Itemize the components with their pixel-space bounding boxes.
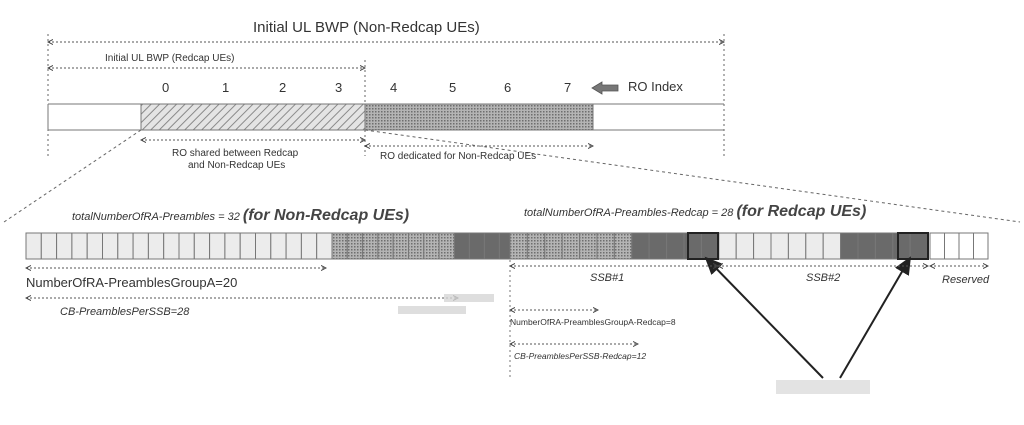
- preamble-cell-dark: [483, 232, 500, 260]
- redcap-ssb1-cell: [700, 232, 720, 260]
- redcap-ssb2-cell: [735, 232, 755, 260]
- redcap-ssb2-cell: [770, 232, 789, 260]
- redcap-ssb2-cell: [787, 232, 807, 260]
- preamble-cell-light: [239, 232, 256, 260]
- preamble-cell-light: [163, 232, 180, 260]
- redcap-ssb1-cell: [631, 232, 650, 260]
- total-redcap-suffix: (for Redcap UEs): [736, 203, 867, 220]
- preamble-cell-light: [56, 232, 73, 260]
- reserved-cell: [958, 232, 974, 260]
- preamble-cell-mid: [377, 232, 394, 260]
- preamble-cell-light: [285, 232, 302, 260]
- ro-index-1: 1: [222, 80, 230, 95]
- ssb2-label: SSB#2: [806, 272, 841, 284]
- redcap-ssb1-cell: [544, 232, 563, 260]
- preamble-cell-mid: [331, 232, 348, 260]
- ro-index-label: RO Index: [628, 79, 683, 94]
- redcap-ssb2-cell: [805, 232, 824, 260]
- preamble-cell-dark: [468, 232, 485, 260]
- preamble-cell-light: [132, 232, 149, 260]
- preamble-cell-light: [40, 232, 58, 260]
- dedicated-label: RO dedicated for Non-Redcap UEs: [380, 151, 537, 162]
- redcap-ssb1-cell: [596, 232, 615, 260]
- ro-index-4: 4: [390, 80, 398, 95]
- total-redcap-prefix: totalNumberOfRA-Preambles-Redcap = 28: [524, 207, 737, 219]
- redcap-ssb1-cell: [526, 232, 546, 260]
- preamble-cell-light: [178, 232, 195, 260]
- ro-index-5: 5: [449, 80, 457, 95]
- redcap-ssb1-cell: [613, 232, 633, 260]
- preamble-cell-light: [117, 232, 134, 260]
- reserved-cell: [944, 232, 960, 260]
- total-nonredcap-prefix: totalNumberOfRA-Preambles = 32: [72, 211, 243, 223]
- preamble-cell-light: [25, 232, 42, 260]
- preamble-cell-mid: [392, 232, 410, 260]
- preamble-cell-light: [255, 232, 272, 260]
- cb-per-ssb-label: CB-PreamblesPerSSB=28: [60, 306, 190, 318]
- reserved-label: Reserved: [942, 274, 990, 286]
- preamble-cell-light: [193, 232, 211, 260]
- preamble-cell-mid: [423, 232, 440, 260]
- ro-index-arrow-icon: [591, 81, 619, 95]
- redcap-ssb2-cell: [753, 232, 772, 260]
- redcap-ssb2-cell: [840, 232, 859, 260]
- ro-index-6: 6: [504, 80, 512, 95]
- ro-shared-block: [140, 103, 366, 131]
- preamble-cell-light: [224, 232, 241, 260]
- preamble-cell-light: [300, 232, 318, 260]
- preamble-cell-light: [316, 232, 333, 260]
- ro-index-7: 7: [564, 80, 572, 95]
- total-nonredcap: totalNumberOfRA-Preambles = 32 (for Non-…: [72, 207, 409, 225]
- redcap-ssb1-cell: [509, 232, 528, 260]
- ro-index-2: 2: [279, 80, 287, 95]
- redcap-ssb1-cell: [561, 232, 581, 260]
- cb-redcap-label: CB-PreamblesPerSSB-Redcap=12: [514, 351, 647, 361]
- preamble-cell-light: [102, 232, 119, 260]
- shared-label-1: RO shared between Redcap: [172, 148, 299, 159]
- redcap-ssb2-cell: [909, 232, 929, 260]
- preamble-cell-light: [209, 232, 226, 260]
- ro-dedicated-block: [364, 103, 594, 131]
- ro-index-0: 0: [162, 80, 170, 95]
- pointer-arrow-2: [839, 256, 912, 379]
- redcap-ssb1-cell: [648, 232, 668, 260]
- redcap-ssb2-cell: [822, 232, 842, 260]
- redcap-ssb2-cell: [857, 232, 876, 260]
- preamble-cell-light: [71, 232, 88, 260]
- preamble-cell-light: [86, 232, 103, 260]
- redcap-ssb2-cell: [892, 232, 911, 260]
- groupA-label: NumberOfRA-PreamblesGroupA=20: [26, 275, 238, 290]
- preamble-cell-light: [270, 232, 287, 260]
- groupA-redcap-label: NumberOfRA-PreamblesGroupA-Redcap=8: [510, 317, 676, 327]
- nonredcap-bwp-label: Initial UL BWP (Non-Redcap UEs): [253, 19, 480, 36]
- redcap-ssb1-cell: [666, 232, 685, 260]
- total-nonredcap-suffix: (for Non-Redcap UEs): [242, 207, 410, 224]
- reserved-cell: [929, 232, 945, 260]
- redcap-ssb1-cell: [683, 232, 702, 260]
- preamble-cell-mid: [408, 232, 425, 260]
- redcap-ssb1-cell: [579, 232, 598, 260]
- preamble-cell-mid: [346, 232, 364, 260]
- highlight-cell-1: [687, 232, 719, 260]
- redcap-ssb2-cell: [874, 232, 894, 260]
- shared-label-2: and Non-Redcap UEs: [188, 160, 286, 171]
- preamble-cell-dark: [453, 232, 470, 260]
- ro-index-3: 3: [335, 80, 343, 95]
- highlight-cell-2: [897, 232, 929, 260]
- preamble-cell-light: [147, 232, 165, 260]
- preamble-cell-mid: [438, 232, 455, 260]
- ssb1-label: SSB#1: [590, 272, 625, 284]
- preamble-cells: [25, 232, 989, 260]
- redcap-ssb2-cell: [718, 232, 737, 260]
- redcap-bwp-label: Initial UL BWP (Redcap UEs): [105, 53, 235, 64]
- total-redcap: totalNumberOfRA-Preambles-Redcap = 28 (f…: [524, 203, 866, 221]
- preamble-cell-mid: [362, 232, 379, 260]
- pointer-arrow-1: [704, 256, 824, 379]
- reserved-cell: [973, 232, 989, 260]
